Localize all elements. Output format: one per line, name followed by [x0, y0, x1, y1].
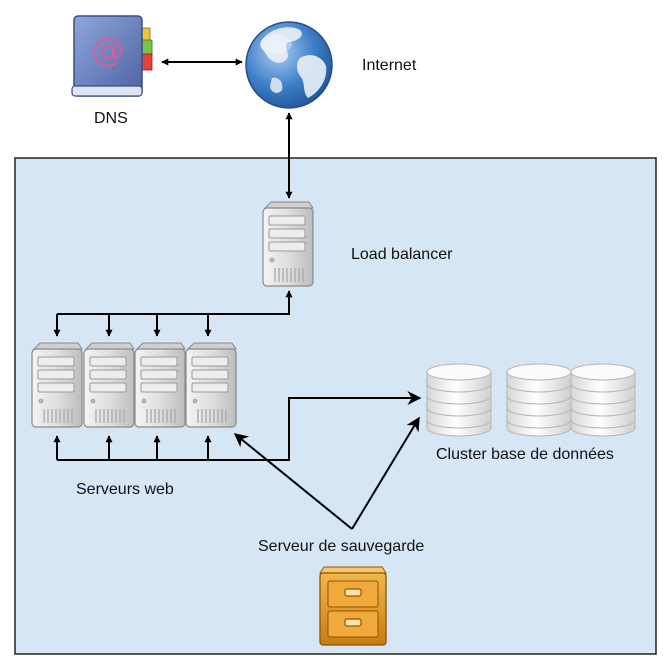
load-balancer-label: Load balancer [351, 246, 453, 263]
web-server-4-icon [185, 342, 237, 428]
svg-text:@: @ [91, 30, 125, 70]
database-disk-2-icon [506, 363, 572, 437]
backup-server-label: Serveur de sauvegarde [258, 538, 425, 555]
internet-label: Internet [362, 57, 417, 74]
web-server-2-icon [83, 342, 135, 428]
backup-to-web-arrow [233, 433, 353, 530]
web-server-1-icon [31, 342, 83, 428]
backup-to-db-arrow [351, 416, 420, 530]
file-cabinet-icon [319, 566, 387, 646]
db-cluster-label: Cluster base de données [436, 446, 614, 463]
web-servers-label: Serveurs web [76, 481, 174, 498]
globe-icon [245, 21, 333, 109]
database-disk-1-icon [426, 363, 492, 437]
connections [53, 58, 422, 530]
database-disk-3-icon [570, 363, 636, 437]
dns-label: DNS [94, 110, 128, 127]
web-server-3-icon [134, 342, 186, 428]
address-book-icon: @ [71, 15, 153, 97]
load-balancer-server-icon [262, 201, 314, 287]
web-to-db-bus [57, 397, 418, 461]
